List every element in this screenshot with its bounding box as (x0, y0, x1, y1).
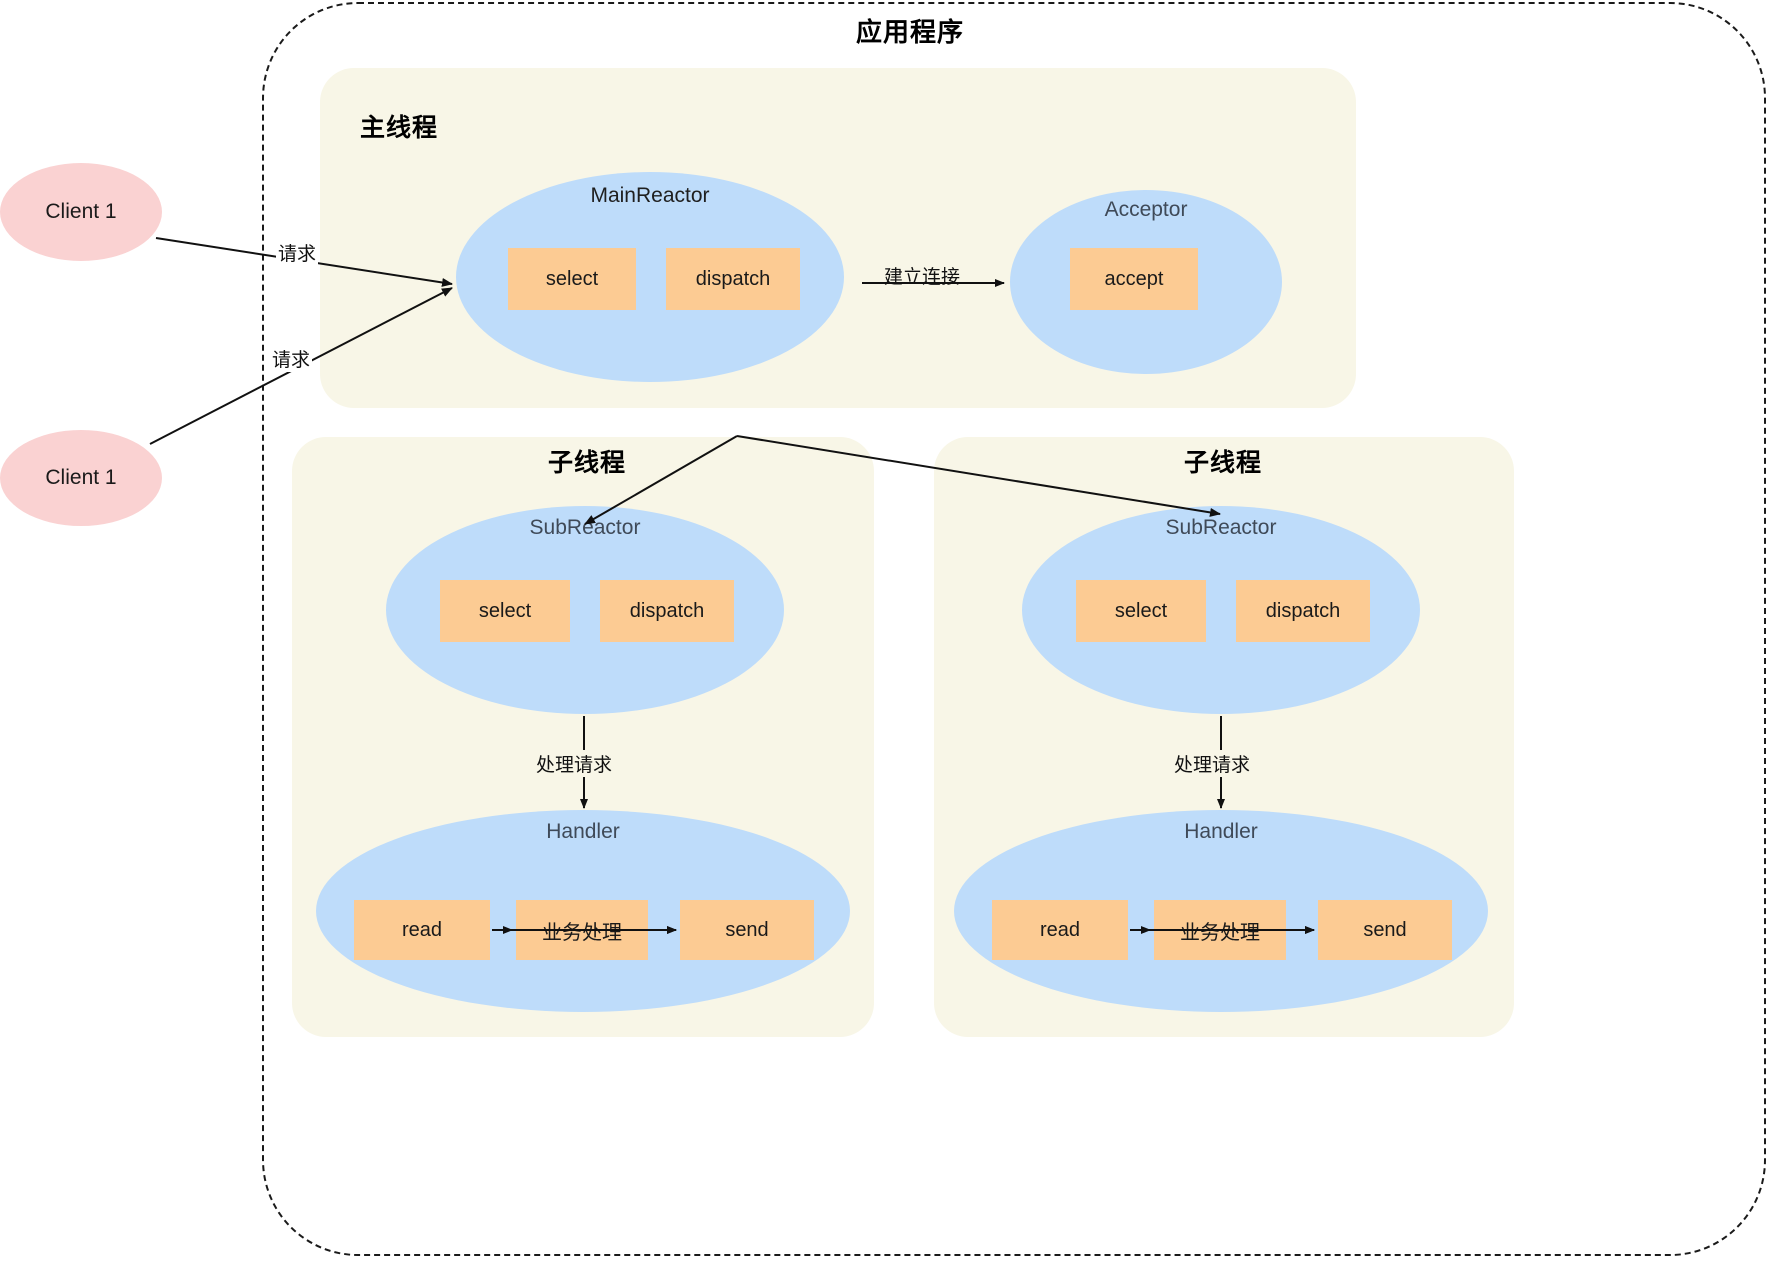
handler-2-op-send[interactable]: send (1318, 900, 1452, 960)
edge-label-request-2: 请求 (270, 345, 313, 372)
acceptor-label: Acceptor (1104, 198, 1188, 221)
sub-reactor-label-2: SubReactor (1165, 516, 1277, 539)
handler-label-2: Handler (1184, 820, 1258, 843)
edge-label-establish-connection: 建立连接 (884, 267, 961, 288)
main-reactor-op-select[interactable]: select (508, 248, 636, 310)
handler-label-1: Handler (546, 820, 620, 843)
edge-label-process-request-2: 处理请求 (1172, 750, 1253, 777)
handler-1-op-send[interactable]: send (680, 900, 814, 960)
main-reactor-label: MainReactor (590, 184, 710, 207)
sub-reactor-1-op-dispatch[interactable]: dispatch (600, 580, 734, 642)
handler-1-op-read[interactable]: read (354, 900, 490, 960)
client-node-1[interactable]: Client 1 (0, 163, 162, 261)
main-reactor-op-dispatch[interactable]: dispatch (666, 248, 800, 310)
sub-thread-title-1: 子线程 (548, 449, 627, 477)
diagram-title: 应用程序 (855, 17, 964, 47)
edge-label-process-request-1: 处理请求 (534, 750, 615, 777)
handler-2-op-read[interactable]: read (992, 900, 1128, 960)
sub-reactor-label-1: SubReactor (529, 516, 641, 539)
main-thread-title: 主线程 (360, 114, 439, 142)
sub-reactor-2-op-select[interactable]: select (1076, 580, 1206, 642)
edge-label-request-1: 请求 (276, 239, 319, 266)
acceptor-op-accept[interactable]: accept (1070, 248, 1198, 310)
sub-reactor-2-op-dispatch[interactable]: dispatch (1236, 580, 1370, 642)
sub-thread-title-2: 子线程 (1184, 449, 1263, 477)
application-boundary (262, 2, 1766, 1256)
sub-reactor-1-op-select[interactable]: select (440, 580, 570, 642)
handler-1-op-business[interactable]: 业务处理 (516, 900, 648, 960)
client-node-2[interactable]: Client 1 (0, 430, 162, 526)
handler-2-op-business[interactable]: 业务处理 (1154, 900, 1286, 960)
